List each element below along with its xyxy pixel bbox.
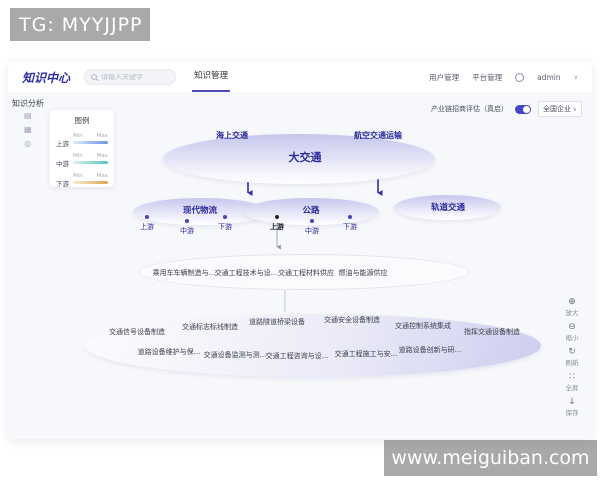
node-bottom[interactable]: 交通标志标线制造 [182,323,238,331]
toolbar-label: 全屏 [565,384,579,392]
legend-row-downstream: 下游 Min Max [56,170,108,190]
save-icon: ↓ [568,397,576,407]
region-select[interactable]: 全国企业 ∨ [538,101,582,117]
legend-row-upstream: 上游 Min Max [56,130,108,150]
tab-knowledge-management[interactable]: 知识管理 [192,62,231,92]
stream-dot[interactable] [310,219,314,223]
user-menu[interactable]: admin [537,72,561,82]
legend-gradient-bar [73,161,108,164]
stream-label-upstream-selected[interactable]: 上游 [270,223,284,231]
stream-dot[interactable] [348,215,352,219]
legend-row-midstream: 中游 Min Max [56,150,108,170]
node-mid[interactable]: 交通工程材料供应 [278,269,334,277]
node-bottom[interactable]: 指挥交通设备制造 [464,328,520,336]
region-select-value: 全国企业 [543,105,571,113]
node-label-haishang-jiaotong[interactable]: 海上交通 [216,131,248,140]
list-view-icon[interactable]: ▤ [24,111,32,120]
nav-user-management[interactable]: 用户管理 [429,72,460,82]
node-guidao-jiaotong-ellipse[interactable] [394,195,501,220]
node-bottom[interactable]: 交通工程施工与安... [334,350,398,358]
bottom-cluster-ellipse[interactable] [85,314,541,377]
sidebar-icon-rail: ▤ ▦ ◎ [24,112,32,148]
legend-label: 中游 [56,160,69,168]
refresh-icon: ↻ [568,347,576,357]
stream-label-midstream[interactable]: 中游 [305,227,319,235]
legend-min: Min [73,133,83,139]
chevron-down-icon: ∨ [573,73,578,81]
node-bottom[interactable]: 交通工程咨询与设... [265,352,329,360]
node-mid[interactable]: 交通工程技术与设... [214,269,278,277]
node-label-da-jiaotong[interactable]: 大交通 [288,151,322,164]
telegram-watermark: TG: MYYJJPP [10,8,150,41]
node-bottom[interactable]: 道路设备维护与保... [137,348,201,356]
sidebar-title: 知识分析 [12,99,44,108]
toolbar-label: 放大 [565,309,579,317]
node-da-jiaotong-ellipse[interactable] [163,134,435,184]
view-controls: 产业链招商评估（真启） 全国企业 ∨ [431,101,582,117]
stream-label-downstream[interactable]: 下游 [343,223,357,231]
fullscreen-button[interactable]: ∷ 全屏 [566,372,579,392]
app-window: 知识中心 知识管理 用户管理 平台管理 admin ∨ 知识分析 ▤ ▦ ◎ 图… [8,62,592,439]
toolbar-label: 保存 [565,409,579,417]
node-bottom[interactable]: 道路隧道桥梁设备 [249,318,305,326]
node-bottom[interactable]: 交通安全设备制造 [324,316,380,324]
node-label-hangkong-jiaotong[interactable]: 航空交通运输 [354,131,402,140]
node-mid[interactable]: 燃油与能源供应 [338,269,388,277]
nav-platform-management[interactable]: 平台管理 [472,72,503,82]
node-bottom[interactable]: 交通设备监测与测... [203,351,267,359]
app-logo: 知识中心 [22,70,71,85]
stream-label-downstream[interactable]: 下游 [218,223,232,231]
legend-max: Max [96,133,108,139]
zoom-out-icon: ⊖ [568,322,576,332]
legend-label: 上游 [56,140,69,148]
assess-toggle-label: 产业链招商评估（真启） [431,105,508,113]
grid-view-icon[interactable]: ▦ [24,125,32,134]
zoom-in-icon: ⊕ [568,297,576,307]
settings-icon[interactable]: ◎ [24,139,32,148]
app-header: 知识中心 知识管理 用户管理 平台管理 admin ∨ [8,62,592,92]
toolbar-label: 缩小 [565,334,579,342]
zoom-in-button[interactable]: ⊕ 放大 [566,297,579,317]
save-button[interactable]: ↓ 保存 [566,397,579,417]
legend-max: Max [96,173,108,179]
legend-card: 图例 上游 Min Max 中游 Min Max 下游 Min Max [50,110,114,190]
stream-dot[interactable] [145,215,149,219]
legend-min: Min [73,173,83,179]
legend-label: 下游 [56,180,69,188]
legend-max: Max [96,153,108,159]
legend-gradient-bar [73,141,108,144]
legend-min: Min [73,153,83,159]
node-mid[interactable]: 乘用车车辆制造与... [152,269,216,277]
canvas-toolbar: ⊕ 放大 ⊖ 缩小 ↻ 刷新 ∷ 全屏 ↓ 保存 [560,297,584,417]
stream-dot[interactable] [223,215,227,219]
main-canvas: 知识分析 ▤ ▦ ◎ 图例 上游 Min Max 中游 Min Max 下游 [8,92,592,439]
chevron-down-icon: ∨ [572,105,577,113]
avatar-icon[interactable] [515,72,525,82]
stream-dot-selected[interactable] [275,215,279,219]
node-label-guidao-jiaotong[interactable]: 轨道交通 [430,203,466,213]
node-bottom[interactable]: 交通控制系统集成 [395,322,451,330]
toolbar-label: 刷新 [565,359,579,367]
assess-toggle-switch[interactable] [515,104,531,114]
legend-gradient-bar [73,181,108,184]
node-bottom[interactable]: 交通信号设备制造 [109,328,165,336]
search-input[interactable] [101,73,172,81]
mid-cluster-outline [138,254,470,290]
search-box[interactable] [84,69,177,85]
stream-dot[interactable] [185,219,189,223]
site-watermark: www.meiguiban.com [384,440,597,476]
node-label-xiandai-wuliu[interactable]: 现代物流 [182,206,218,216]
legend-title: 图例 [74,116,90,125]
search-icon [91,74,98,80]
node-bottom[interactable]: 道路设备创新与研... [398,346,462,354]
fullscreen-icon: ∷ [569,372,575,382]
stream-label-midstream[interactable]: 中游 [180,227,194,235]
refresh-button[interactable]: ↻ 刷新 [566,347,579,367]
node-label-gonglu[interactable]: 公路 [302,206,320,216]
zoom-out-button[interactable]: ⊖ 缩小 [566,322,579,342]
stream-label-upstream[interactable]: 上游 [140,223,154,231]
